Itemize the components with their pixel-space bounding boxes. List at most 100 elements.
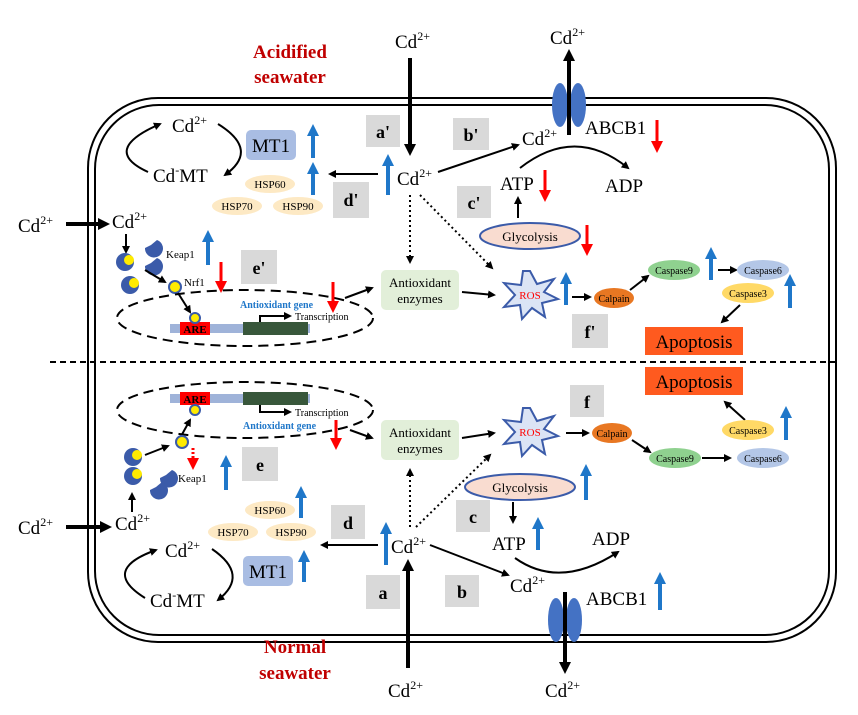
label-box-e: [242, 447, 278, 481]
cd-ion-outside: Cd2+: [388, 678, 423, 702]
hsp60: [245, 501, 295, 519]
hsp90: [273, 197, 323, 215]
apoptosis-label: Apoptosis: [655, 372, 732, 393]
adp-label: ADP: [605, 176, 643, 197]
cd-ion-pump: Cd2+: [522, 126, 557, 150]
caspase9-label: Caspase9: [655, 266, 693, 277]
adp-label: ADP: [592, 529, 630, 550]
cd-ion-cytoplasm: Cd2+: [391, 534, 426, 558]
condition-label: Acidified: [253, 42, 327, 63]
arrow: [179, 418, 191, 439]
atp-label: ATP: [492, 534, 526, 555]
cd-ion-left: Cd2+: [112, 209, 147, 233]
caspase9: [648, 260, 700, 280]
apoptosis-label: Apoptosis: [655, 332, 732, 353]
label-e: e': [253, 258, 266, 278]
atp-label: ATP: [500, 174, 534, 195]
arrow: [629, 274, 650, 291]
transcription-arrow: [259, 405, 292, 416]
antioxidant-enzymes-box: [381, 270, 459, 310]
keap1-nrf1-complex-icon: [121, 276, 139, 294]
label-box-f: [570, 385, 604, 417]
label-f: f: [584, 392, 591, 412]
cd-ion-mt: Cd2+: [165, 538, 200, 562]
mt1-label: MT1: [252, 136, 290, 157]
label-a: a': [376, 122, 390, 142]
arrow: [177, 292, 192, 314]
cd-ion-mt: Cd2+: [172, 113, 207, 137]
mt1-label: MT1: [249, 562, 287, 583]
label-box-e: [241, 250, 277, 284]
keap1-label: Keap1: [166, 249, 195, 261]
nucleus: [116, 381, 374, 439]
abcb1-label: ABCB1: [585, 118, 646, 139]
are-label: ARE: [183, 394, 206, 406]
cd-ion-outside-left: Cd2+: [18, 213, 53, 237]
normal-section: Apoptosis Caspase3 Caspase6 Caspase9 Cal…: [18, 367, 792, 702]
label-box-d: [333, 182, 369, 218]
keap1-protein-icon: [149, 482, 168, 500]
antioxidant-enzymes-label: enzymes: [397, 291, 442, 306]
nrf1-icon: [175, 435, 189, 449]
label-d: d': [343, 190, 358, 210]
label-box-b: [445, 575, 479, 607]
keap1-label: Keap1: [178, 473, 207, 485]
label-box-d: [331, 505, 365, 539]
antioxidant-gene-label: Antioxidant gene: [243, 421, 317, 432]
keap1-protein-icon: [144, 258, 163, 276]
hsp60-label: HSP60: [254, 179, 286, 191]
label-d: d: [343, 513, 353, 533]
caspase9: [649, 448, 701, 468]
keap1-nrf1-complex-icon: [116, 253, 134, 271]
cd-ion-effluxed: Cd2+: [550, 25, 585, 49]
hsp90-label: HSP90: [282, 201, 314, 213]
calpain: [592, 423, 632, 443]
keap1-nrf1-complex-icon: [124, 448, 142, 466]
label-a: a: [379, 583, 388, 603]
antioxidant-enzymes-label: Antioxidant: [389, 275, 451, 290]
nrf1-label: Nrf1: [184, 277, 205, 289]
antioxidant-enzymes-box: [381, 420, 459, 460]
arrow: [429, 544, 510, 577]
apoptosis-box: [645, 367, 743, 395]
antioxidant-gene-label: Antioxidant gene: [240, 300, 314, 311]
apoptosis-box: [645, 327, 743, 355]
glycolysis-label: Glycolysis: [492, 480, 548, 495]
caspase6-label: Caspase6: [744, 266, 782, 277]
arrow: [437, 143, 520, 173]
label-box-a: [366, 575, 400, 609]
mt1-box: [246, 130, 296, 160]
caspase3-label: Caspase3: [729, 426, 767, 437]
hsp90-label: HSP90: [275, 527, 307, 539]
arrow: [723, 400, 746, 421]
hsp70: [212, 197, 262, 215]
abcb1-channel-half: [566, 598, 582, 642]
cd-ion-left: Cd2+: [115, 511, 150, 535]
antioxidant-gene-region: [243, 392, 308, 405]
transcription-arrow: [259, 312, 292, 322]
caspase6: [737, 260, 789, 280]
mt1-box: [243, 556, 293, 586]
caspase3-label: Caspase3: [729, 289, 767, 300]
are-element: [180, 322, 210, 335]
caspase6-label: Caspase6: [744, 454, 782, 465]
glycolysis: [479, 222, 581, 250]
label-e: e: [256, 455, 264, 475]
arrow: [125, 122, 162, 173]
arrow: [144, 269, 167, 284]
caspase3: [722, 420, 774, 440]
label-b: b': [463, 125, 478, 145]
glycolysis-label: Glycolysis: [502, 229, 558, 244]
hsp60: [245, 175, 295, 193]
arrow: [461, 429, 496, 439]
label-box-a: [366, 115, 400, 147]
are-element: [180, 392, 210, 405]
abcb1-channel: [548, 598, 564, 642]
cd-ion-effluxed: Cd2+: [545, 678, 580, 702]
cd-mt-complex: Cd-MT: [153, 163, 208, 187]
arrow: [211, 548, 234, 602]
arrow: [631, 439, 652, 454]
dotted-arrow: [415, 453, 492, 528]
antioxidant-enzymes-label: enzymes: [397, 441, 442, 456]
